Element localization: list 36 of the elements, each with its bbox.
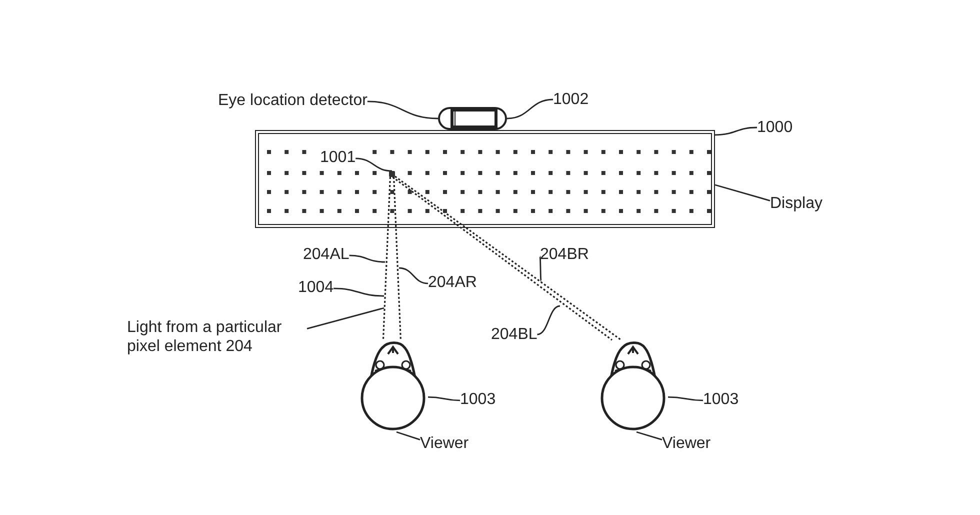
light-ray [393,176,402,340]
leader-line [349,254,386,263]
leader-line [668,396,704,402]
callout-number: 1004 [298,278,334,297]
leader-line [428,396,460,402]
callout-number: 1001 [320,148,356,167]
leader-line [714,184,770,202]
leader-line [398,267,428,284]
callout-number: 204AL [303,245,350,264]
leader-line [306,307,384,330]
leader-line [537,305,560,336]
callout-number: 204BR [540,245,589,264]
leader-line [334,288,384,297]
part-label: Display [770,194,822,213]
leader-line [367,100,438,120]
leader-line [539,256,542,282]
pixel-element [389,171,395,177]
part-label: Light from a particular pixel element 204 [127,318,307,356]
callout-number: 1002 [553,90,589,109]
leader-line [506,98,554,120]
callout-number: 204BL [491,325,538,344]
leader-line [396,431,420,440]
callout-number: 1003 [703,390,739,409]
leader-line [356,158,392,172]
leader-line [714,126,758,136]
leader-line [636,431,662,440]
callout-number: 1000 [757,118,793,137]
callout-number: 204AR [428,273,477,292]
light-ray [382,176,391,340]
part-label: Eye location detector [218,91,368,110]
part-label: Viewer [420,434,469,453]
part-label: Viewer [662,434,711,453]
viewer-head-drawing [358,340,428,432]
callout-number: 1003 [460,390,496,409]
eye-location-detector [438,107,507,130]
viewer-head-drawing [598,340,668,432]
